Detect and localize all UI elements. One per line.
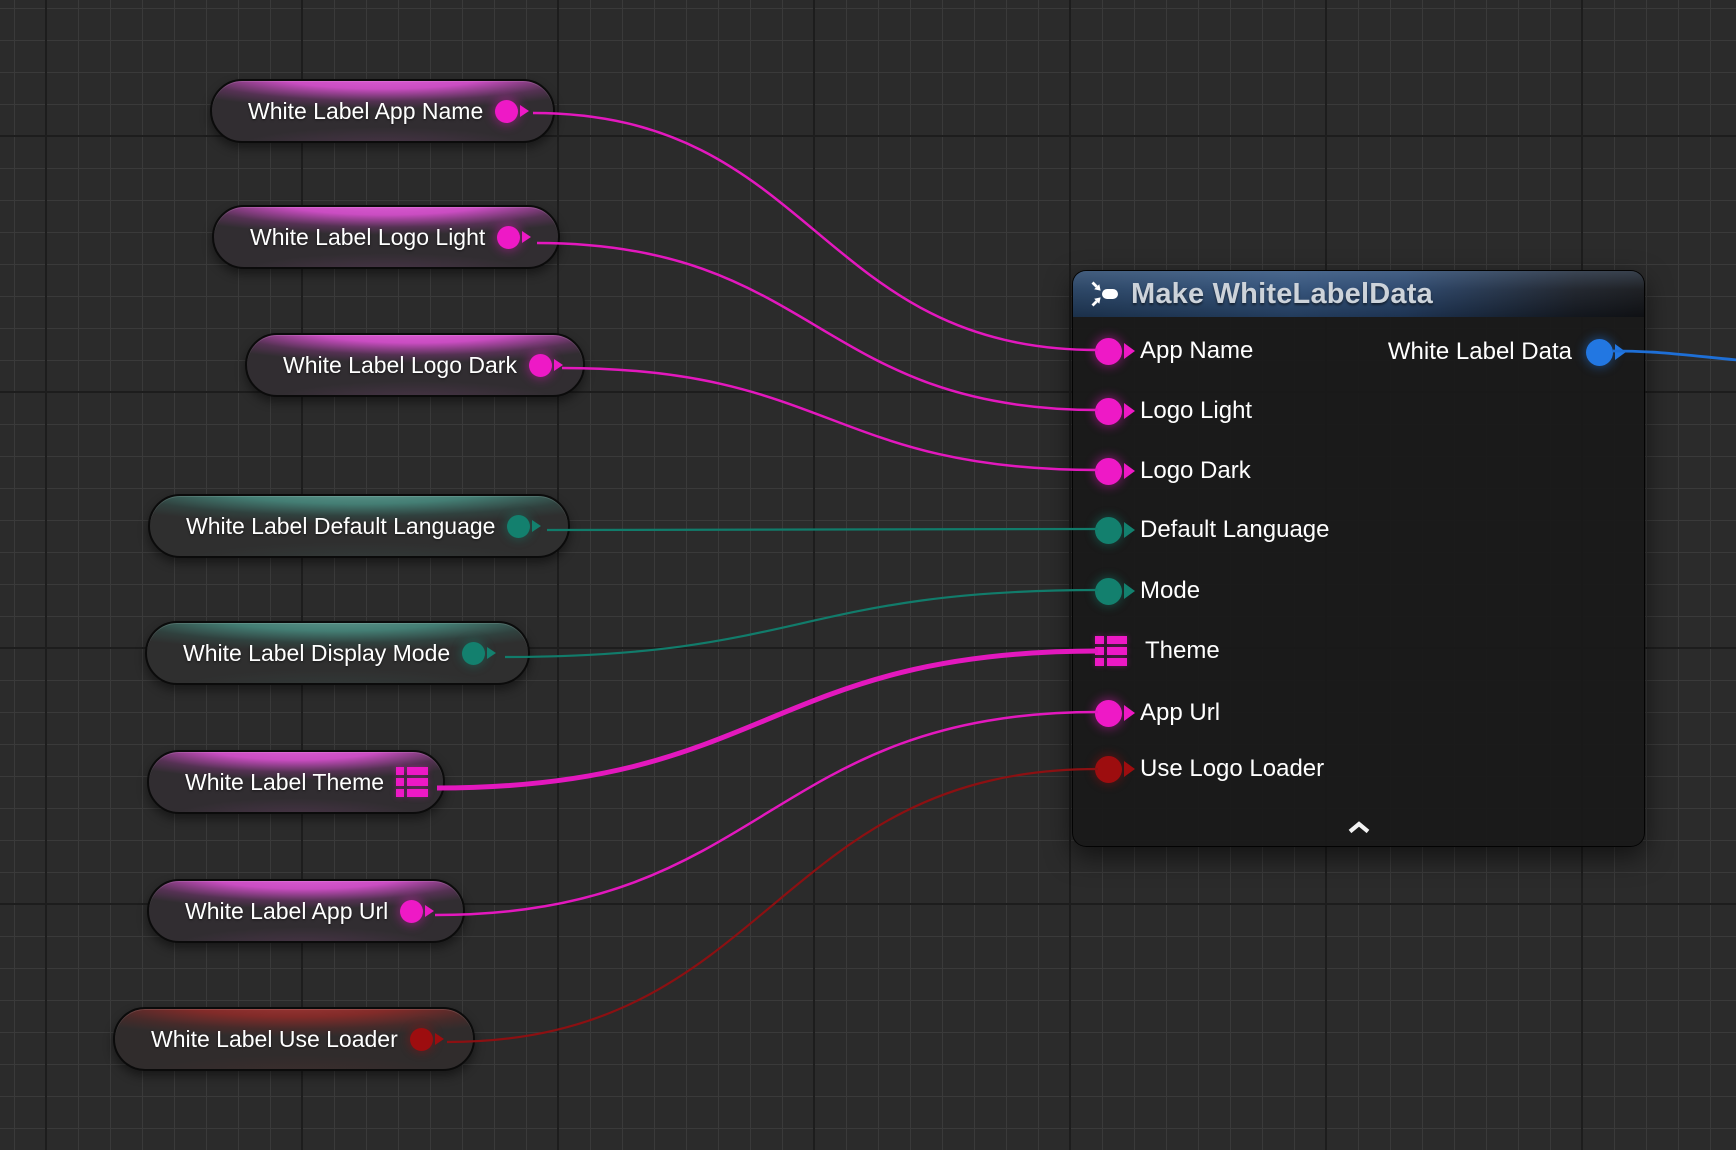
output-pin[interactable] [400, 899, 435, 923]
variable-node-white-label-use-loader[interactable]: White Label Use Loader [113, 1007, 475, 1071]
variable-node-white-label-theme[interactable]: White Label Theme [147, 750, 445, 814]
output-pin[interactable] [495, 99, 530, 123]
variable-node-white-label-display-mode[interactable]: White Label Display Mode [145, 621, 530, 685]
struct-output-pin[interactable] [396, 767, 429, 797]
variable-node-white-label-logo-light[interactable]: White Label Logo Light [212, 205, 560, 269]
output-pin[interactable] [507, 514, 542, 538]
collapse-chevron-icon[interactable] [1347, 821, 1371, 834]
variable-node-white-label-app-name[interactable]: White Label App Name [210, 79, 555, 143]
variable-node-white-label-default-language[interactable]: White Label Default Language [148, 494, 570, 558]
output-pin[interactable] [462, 641, 497, 665]
input-pin[interactable] [1095, 699, 1135, 727]
input-pin[interactable] [1095, 457, 1135, 485]
input-row-logo-light: Logo Light [1095, 397, 1252, 425]
output-pin[interactable] [528, 353, 563, 377]
variable-node-white-label-logo-dark[interactable]: White Label Logo Dark [245, 333, 585, 397]
input-pin[interactable] [1095, 516, 1135, 544]
input-pin[interactable] [1095, 397, 1135, 425]
output-row-white-label-data: White Label Data [1388, 338, 1626, 366]
input-pin[interactable] [1095, 577, 1135, 605]
input-row-default-language: Default Language [1095, 516, 1330, 544]
input-row-use-logo-loader: Use Logo Loader [1095, 755, 1324, 783]
input-row-app-url: App Url [1095, 699, 1220, 727]
input-row-theme: Theme [1095, 636, 1220, 666]
input-row-app-name: App Name [1095, 337, 1253, 365]
make-struct-icon [1091, 281, 1118, 307]
input-row-mode: Mode [1095, 577, 1200, 605]
input-pin[interactable] [1095, 755, 1135, 783]
output-pin[interactable] [497, 225, 532, 249]
variable-node-white-label-app-url[interactable]: White Label App Url [147, 879, 465, 943]
node-header[interactable]: Make WhiteLabelData [1073, 271, 1644, 317]
output-pin[interactable] [1586, 338, 1626, 366]
output-pin[interactable] [409, 1027, 444, 1051]
input-pin[interactable] [1095, 337, 1135, 365]
input-row-logo-dark: Logo Dark [1095, 457, 1251, 485]
struct-input-pin[interactable] [1095, 636, 1127, 666]
make-whitelabeldata-node[interactable]: Make WhiteLabelData App Name Logo Light … [1072, 270, 1645, 847]
